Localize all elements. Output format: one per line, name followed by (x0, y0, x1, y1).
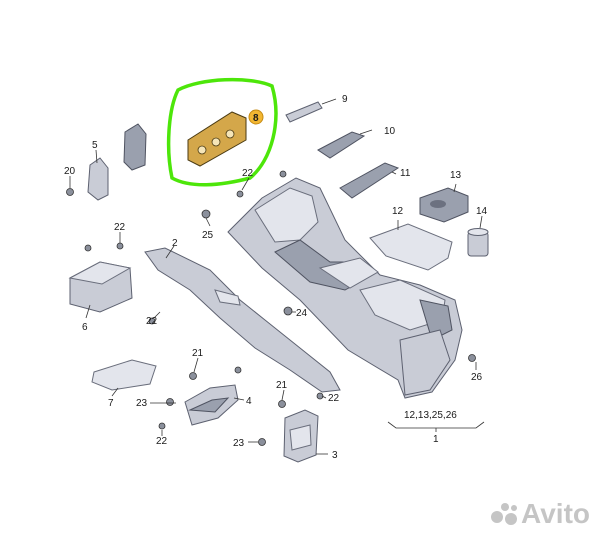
callout-1: 1 (433, 434, 439, 445)
fastener-20 (66, 188, 74, 196)
clip-26 (468, 354, 476, 362)
cup-insert-14[interactable] (467, 228, 489, 257)
tray[interactable] (91, 359, 157, 391)
callout-14: 14 (476, 206, 488, 217)
callout-4: 4 (246, 396, 252, 407)
left-side-trim-panel[interactable] (144, 247, 341, 393)
callout-21-a: 21 (192, 348, 204, 359)
screw-22-left-b (116, 242, 124, 250)
hand-drawn-highlight-circle (166, 77, 278, 187)
screw-22-bottom (158, 422, 166, 430)
callout-5: 5 (92, 140, 98, 151)
nut-21-right (278, 400, 286, 408)
callout-8: 8 (253, 113, 259, 124)
callout-12: 12 (392, 206, 404, 217)
callout-24: 24 (296, 308, 308, 319)
callout-2: 2 (172, 238, 178, 249)
callout-23-a: 23 (136, 398, 148, 409)
callout-22-e: 22 (328, 393, 340, 404)
callout-22-a: 22 (114, 222, 126, 233)
callout-10: 10 (384, 126, 396, 137)
callout-23-b: 23 (233, 438, 245, 449)
callout-20: 20 (64, 166, 76, 177)
center-console-body[interactable] (227, 177, 463, 399)
screw-22-left (84, 244, 92, 252)
avito-watermark: Avito (491, 498, 590, 530)
callout-6: 6 (82, 322, 88, 333)
avito-dots-icon (491, 501, 518, 527)
screw-22-top-b (279, 170, 287, 178)
callout-3: 3 (332, 450, 338, 461)
callout-9: 9 (342, 94, 348, 105)
callout-22-b: 22 (242, 168, 254, 179)
nut-21-left (189, 372, 197, 380)
callout-25: 25 (202, 230, 214, 241)
lower-bracket-left[interactable] (184, 384, 239, 426)
callout-21-b: 21 (276, 380, 288, 391)
clip-25 (201, 209, 211, 219)
screw-22-mid (148, 317, 156, 325)
highlight-badge (248, 109, 264, 125)
screw-22-right (316, 392, 324, 400)
leader-lines (69, 98, 485, 455)
screw-22-top (236, 190, 244, 198)
callout-26: 26 (471, 372, 483, 383)
clip-23-left (166, 398, 174, 406)
group-bracket-line (387, 421, 485, 429)
cup-holder-13[interactable] (419, 187, 469, 223)
callout-group-label: 12,13,25,26 (404, 410, 457, 421)
callout-22-c: 22 (156, 436, 168, 447)
callout-22-d: 22 (146, 316, 158, 327)
avito-wordmark: Avito (521, 498, 590, 529)
screw-22-lower (234, 366, 242, 374)
vertical-bracket[interactable] (87, 123, 147, 201)
clip-24 (283, 306, 293, 316)
dark-insert-11[interactable] (339, 162, 400, 199)
switch-panel-highlighted[interactable] (187, 111, 247, 167)
trim-strip-9[interactable] (285, 101, 323, 123)
switch-strip-10[interactable] (317, 131, 366, 159)
callout-7: 7 (108, 398, 114, 409)
callout-labels: 5 20 22 2 6 7 22 25 24 26 8 9 10 11 12 1… (64, 94, 488, 461)
lower-bracket-right[interactable] (283, 409, 319, 463)
callout-11: 11 (400, 168, 411, 179)
fasteners (66, 170, 476, 446)
callout-13: 13 (450, 170, 462, 181)
clip-23-right (258, 438, 266, 446)
storage-box[interactable] (68, 261, 133, 313)
mat-12[interactable] (369, 223, 453, 271)
